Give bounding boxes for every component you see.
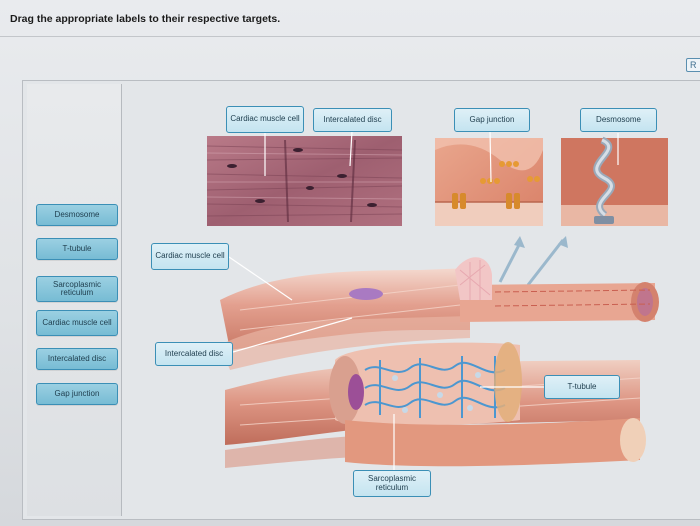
target-sarcoplasmic-reticulum[interactable]: Sarcoplasmic reticulum bbox=[353, 470, 431, 497]
bank-label-cardiac-muscle-cell[interactable]: Cardiac muscle cell bbox=[36, 310, 118, 336]
zoom-arrows bbox=[498, 239, 565, 286]
target-desmosome[interactable]: Desmosome bbox=[580, 108, 657, 132]
target-cardiac-muscle-cell-fiber[interactable]: Cardiac muscle cell bbox=[151, 243, 229, 270]
bank-label-intercalated-disc[interactable]: Intercalated disc bbox=[36, 348, 118, 370]
target-t-tubule[interactable]: T-tubule bbox=[544, 375, 620, 399]
leader-lines bbox=[228, 130, 619, 470]
instruction-text: Drag the appropriate labels to their res… bbox=[10, 13, 281, 25]
muscle-fibers bbox=[220, 257, 659, 468]
bank-label-gap-junction[interactable]: Gap junction bbox=[36, 383, 118, 405]
bank-label-sarcoplasmic-reticulum[interactable]: Sarcoplasmic reticulum bbox=[36, 276, 118, 302]
target-intercalated-disc-micrograph[interactable]: Intercalated disc bbox=[313, 108, 392, 132]
target-gap-junction[interactable]: Gap junction bbox=[454, 108, 530, 132]
reset-button[interactable]: R bbox=[686, 58, 700, 72]
target-cardiac-muscle-cell-micrograph[interactable]: Cardiac muscle cell bbox=[226, 106, 304, 133]
bank-label-desmosome[interactable]: Desmosome bbox=[36, 204, 118, 226]
divider bbox=[0, 36, 700, 37]
target-intercalated-disc-fiber[interactable]: Intercalated disc bbox=[155, 342, 233, 366]
gap-junction-inset bbox=[435, 138, 543, 226]
micrograph-image bbox=[206, 136, 403, 226]
desmosome-inset bbox=[561, 136, 668, 226]
bank-label-t-tubule[interactable]: T-tubule bbox=[36, 238, 118, 260]
